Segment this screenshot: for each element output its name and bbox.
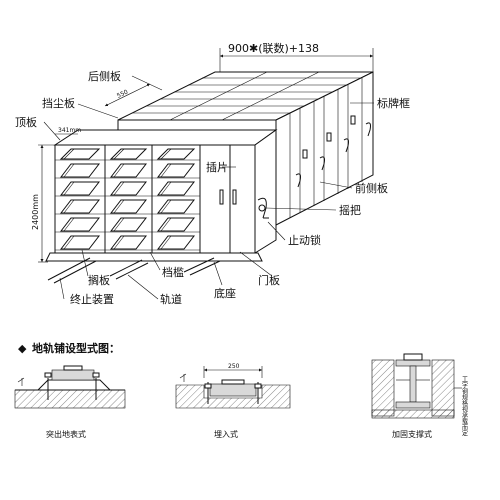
file-block-edge bbox=[113, 235, 125, 250]
file-block-edge bbox=[63, 217, 75, 232]
floor-slab-1 bbox=[14, 389, 126, 409]
rail-type-3-label: 加固支撑式 bbox=[392, 429, 432, 439]
dimension-lines bbox=[38, 48, 374, 263]
crank-hub bbox=[258, 204, 266, 212]
file-block bbox=[109, 181, 148, 196]
file-block bbox=[109, 217, 148, 232]
file-block-edge bbox=[63, 148, 75, 160]
file-block bbox=[109, 148, 148, 160]
file-block-edge bbox=[160, 199, 172, 214]
file-block bbox=[59, 148, 101, 160]
label-file-block: 档槛 bbox=[162, 265, 184, 279]
file-block-edge bbox=[160, 181, 172, 196]
label-front-side-panel: 前侧板 bbox=[355, 181, 388, 195]
support-wall-left bbox=[371, 359, 395, 417]
dimension-550-label: 550 bbox=[116, 89, 130, 100]
front-cabinet-side bbox=[254, 129, 277, 254]
file-block-edge bbox=[113, 199, 125, 214]
ibeam-web bbox=[409, 365, 417, 403]
ibeam-bottom-flange bbox=[395, 401, 431, 409]
file-block-edge bbox=[63, 181, 75, 196]
support-wall-right bbox=[431, 359, 455, 417]
file-block bbox=[156, 199, 196, 214]
file-block-edge bbox=[160, 235, 172, 250]
file-block bbox=[156, 181, 196, 196]
label-rear-side-panel: 后侧板 bbox=[88, 69, 121, 83]
file-block-edge bbox=[160, 148, 172, 160]
dimension-341-label: 341mm bbox=[58, 127, 81, 134]
label-crank: 摇把 bbox=[339, 203, 361, 217]
label-door: 门板 bbox=[258, 273, 280, 287]
top-slats bbox=[132, 71, 360, 121]
label-top-panel: 顶板 bbox=[15, 115, 37, 129]
floor-rails bbox=[47, 257, 221, 284]
file-block bbox=[109, 235, 148, 250]
file-block bbox=[109, 163, 148, 178]
shelf-columns bbox=[104, 145, 231, 253]
file-block-edge bbox=[113, 217, 125, 232]
file-block bbox=[59, 235, 101, 250]
rail-body-2 bbox=[209, 383, 257, 397]
file-block bbox=[59, 199, 101, 214]
file-block bbox=[59, 181, 101, 196]
ibeam-top-flange bbox=[395, 359, 431, 367]
dimension-top-label: 900✱(联数)+138 bbox=[228, 42, 319, 55]
label-insert-panel: 插片 bbox=[206, 160, 228, 174]
rail-type-surface bbox=[14, 365, 126, 409]
file-block bbox=[109, 199, 148, 214]
file-block-edge bbox=[113, 163, 125, 178]
rail-type-1-label: 突出地表式 bbox=[46, 429, 86, 439]
support-floor bbox=[371, 409, 455, 419]
label-shelf: 搁板 bbox=[88, 273, 110, 287]
file-block-edge bbox=[160, 217, 172, 232]
dimension-height-label: 2400mm bbox=[31, 194, 40, 230]
rail-body-1 bbox=[51, 369, 95, 381]
label-dust-panel: 挡尘板 bbox=[42, 96, 75, 110]
dimension-250-label: 250 bbox=[228, 363, 240, 370]
file-block-edge bbox=[160, 163, 172, 178]
shelving-unit bbox=[45, 71, 374, 284]
file-block-edge bbox=[113, 148, 125, 160]
file-block bbox=[156, 235, 196, 250]
file-block-edge bbox=[63, 235, 75, 250]
front-top-panel bbox=[53, 129, 278, 146]
file-block-edge bbox=[113, 181, 125, 196]
rail-type-reinforced bbox=[371, 353, 462, 419]
front-base bbox=[45, 252, 263, 262]
file-block bbox=[59, 163, 101, 178]
door-handle-left bbox=[219, 189, 224, 205]
door-handle-right bbox=[232, 189, 237, 205]
file-block bbox=[59, 217, 101, 232]
file-block-edge bbox=[63, 163, 75, 178]
rail-section-heading: 地轨铺设型式图： bbox=[32, 341, 120, 355]
file-block bbox=[156, 217, 196, 232]
floor-slab-2 bbox=[175, 384, 291, 409]
right-run-handles bbox=[295, 115, 371, 188]
heading-bullet: ◆ bbox=[18, 342, 27, 355]
label-end-stop: 终止装置 bbox=[70, 292, 114, 306]
rail-type-embedded bbox=[175, 366, 291, 409]
right-run-divisions bbox=[289, 77, 363, 218]
callout-leaders bbox=[43, 75, 374, 300]
file-block-edge bbox=[63, 199, 75, 214]
shelves-group bbox=[55, 148, 200, 251]
file-block bbox=[156, 148, 196, 160]
label-rail: 轨道 bbox=[160, 292, 182, 306]
rail-type-2-label: 埋入式 bbox=[214, 429, 238, 439]
rail-ramp-1 bbox=[36, 379, 112, 391]
side-note-text: 工字钢规格视承载而定 bbox=[461, 376, 468, 437]
file-block bbox=[156, 163, 196, 178]
label-base: 底座 bbox=[214, 286, 236, 300]
label-stop-lock: 止动锁 bbox=[288, 233, 321, 247]
label-sign-frame: 标牌框 bbox=[377, 96, 410, 110]
